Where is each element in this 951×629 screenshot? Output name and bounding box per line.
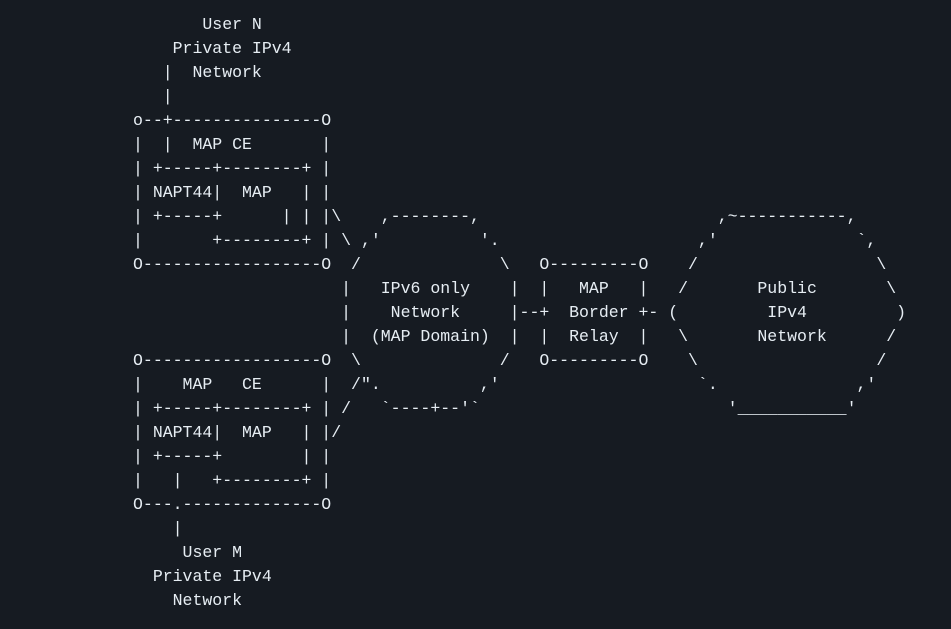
user-n-network-label: | Network	[133, 63, 262, 82]
map-ce-m-title-row: | MAP CE | /". ,' `. ,'	[133, 375, 877, 394]
ipv6-only-map-public-row: | IPv6 only | | MAP | / Public \	[133, 279, 897, 298]
user-m-network-label: Network	[133, 591, 243, 610]
map-ce-m-box-bottom: O---.--------------O	[133, 495, 332, 514]
user-m-label: User M	[133, 543, 243, 562]
diagram-row-9: | +-----+ | | |\ ,--------, ,~----------…	[133, 207, 857, 226]
diagram-row-10: | +--------+ | \ ,' '. ,' `,	[133, 231, 877, 250]
map-ce-n-title: | | MAP CE |	[133, 135, 332, 154]
user-m-link-line: |	[133, 519, 183, 538]
map-ce-m-napt44-map: | NAPT44| MAP | |/	[133, 423, 342, 442]
user-n-link-line: |	[133, 87, 173, 106]
diagram-row-11: O------------------O / \ O---------O / \	[133, 255, 887, 274]
map-ce-n-napt44-map: | NAPT44| MAP | |	[133, 183, 332, 202]
map-architecture-ascii-diagram: User N Private IPv4 | Network | o--+----…	[133, 13, 906, 613]
map-ce-n-box-top: o--+---------------O	[133, 111, 332, 130]
map-ce-n-inner-top: | +-----+--------+ |	[133, 159, 332, 178]
network-border-ipv4-row: | Network |--+ Border +- ( IPv4 )	[133, 303, 907, 322]
diagram-row-17: | +-----+--------+ | / `----+--'` '_____…	[133, 399, 857, 418]
map-ce-m-inner-bottom: | | +--------+ |	[133, 471, 332, 490]
map-domain-relay-network-row: | (MAP Domain) | | Relay | \ Network /	[133, 327, 897, 346]
user-n-private-ipv4-label: Private IPv4	[133, 39, 292, 58]
diagram-row-15: O------------------O \ / O---------O \ /	[133, 351, 887, 370]
user-m-private-ipv4-label: Private IPv4	[133, 567, 272, 586]
map-ce-m-inner-row: | +-----+ | |	[133, 447, 332, 466]
user-n-label: User N	[133, 15, 262, 34]
